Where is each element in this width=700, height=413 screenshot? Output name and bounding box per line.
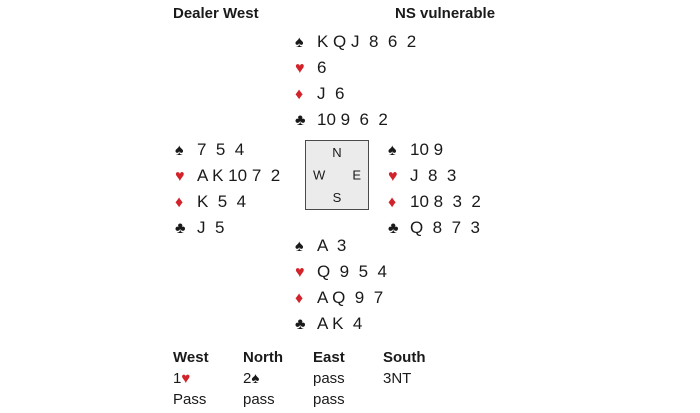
spade-icon: ♠	[295, 34, 304, 51]
north-hearts-line: ♥ 6	[295, 58, 416, 84]
north-diamonds-cards: J 6	[317, 84, 345, 103]
compass-north-label: N	[332, 145, 342, 160]
diamond-icon: ♦	[295, 86, 304, 103]
diamond-icon: ♦	[388, 194, 397, 211]
west-hearts-line: ♥ A K 10 7 2	[175, 166, 280, 192]
bid-south-round1: 3NT	[383, 370, 412, 387]
compass-south-label: S	[332, 190, 342, 205]
bid-east-round2: pass	[313, 391, 345, 408]
east-hearts-cards: J 8 3	[410, 166, 457, 185]
west-hearts-cards: A K 10 7 2	[197, 166, 281, 185]
heart-icon: ♥	[175, 168, 185, 185]
east-hand: ♠ 10 9 ♥ J 8 3 ♦ 10 8 3 2 ♣ Q 8 7 3	[388, 140, 481, 244]
east-clubs-line: ♣ Q 8 7 3	[388, 218, 481, 244]
south-clubs-cards: A K 4	[317, 314, 363, 333]
bid-level: 2	[243, 370, 252, 387]
west-clubs-line: ♣ J 5	[175, 218, 280, 244]
east-spades-line: ♠ 10 9	[388, 140, 481, 166]
auction-table: West North East South 1♥ 2♠ pass 3NT Pas…	[173, 347, 463, 410]
south-hearts-cards: Q 9 5 4	[317, 262, 387, 281]
diamond-icon: ♦	[295, 290, 304, 307]
north-diamonds-line: ♦ J 6	[295, 84, 416, 110]
club-icon: ♣	[295, 316, 306, 333]
club-icon: ♣	[388, 220, 399, 237]
club-icon: ♣	[295, 112, 306, 129]
club-icon: ♣	[175, 220, 186, 237]
north-clubs-line: ♣ 10 9 6 2	[295, 110, 416, 136]
spade-icon: ♠	[295, 238, 304, 255]
south-clubs-line: ♣ A K 4	[295, 314, 387, 340]
east-diamonds-cards: 10 8 3 2	[410, 192, 481, 211]
dealer-label: Dealer West	[173, 5, 259, 22]
diamond-icon: ♦	[175, 194, 184, 211]
west-hand: ♠ 7 5 4 ♥ A K 10 7 2 ♦ K 5 4 ♣ J 5	[175, 140, 280, 244]
bid-west-round1: 1♥	[173, 368, 243, 389]
bid-west-round2: Pass	[173, 391, 207, 408]
south-diamonds-cards: A Q 9 7	[317, 288, 384, 307]
bid-south-round2	[383, 389, 463, 410]
north-clubs-cards: 10 9 6 2	[317, 110, 388, 129]
south-spades-line: ♠ A 3	[295, 236, 387, 262]
south-spades-cards: A 3	[317, 236, 347, 255]
vulnerability-label: NS vulnerable	[395, 5, 496, 22]
compass-west-label: W	[313, 167, 326, 183]
auction-header-west: West	[173, 349, 209, 366]
auction-header-south: South	[383, 349, 426, 366]
west-clubs-cards: J 5	[197, 218, 225, 237]
compass-box: N W E S	[305, 140, 369, 210]
bid-north-round2: pass	[243, 391, 275, 408]
north-hearts-cards: 6	[317, 58, 327, 77]
north-spades-line: ♠ K Q J 8 6 2	[295, 32, 416, 58]
west-spades-line: ♠ 7 5 4	[175, 140, 280, 166]
north-hand: ♠ K Q J 8 6 2 ♥ 6 ♦ J 6 ♣ 10 9 6 2	[295, 32, 416, 136]
heart-icon: ♥	[388, 168, 398, 185]
bid-north-round1: 2♠	[243, 368, 313, 389]
south-hearts-line: ♥ Q 9 5 4	[295, 262, 387, 288]
west-spades-cards: 7 5 4	[197, 140, 245, 159]
spade-icon: ♠	[251, 370, 260, 387]
spade-icon: ♠	[388, 142, 397, 159]
auction-header-north: North	[243, 349, 283, 366]
west-diamonds-cards: K 5 4	[197, 192, 247, 211]
south-hand: ♠ A 3 ♥ Q 9 5 4 ♦ A Q 9 7 ♣ A K 4	[295, 236, 387, 340]
heart-icon: ♥	[295, 60, 305, 77]
heart-icon: ♥	[295, 264, 305, 281]
heart-icon: ♥	[181, 370, 191, 387]
east-hearts-line: ♥ J 8 3	[388, 166, 481, 192]
east-spades-cards: 10 9	[410, 140, 444, 159]
bid-level: 1	[173, 370, 182, 387]
east-clubs-cards: Q 8 7 3	[410, 218, 480, 237]
south-diamonds-line: ♦ A Q 9 7	[295, 288, 387, 314]
west-diamonds-line: ♦ K 5 4	[175, 192, 280, 218]
compass-east-label: E	[352, 167, 361, 183]
north-spades-cards: K Q J 8 6 2	[317, 32, 417, 51]
spade-icon: ♠	[175, 142, 184, 159]
auction-header-east: East	[313, 349, 345, 366]
east-diamonds-line: ♦ 10 8 3 2	[388, 192, 481, 218]
bid-east-round1: pass	[313, 370, 345, 387]
